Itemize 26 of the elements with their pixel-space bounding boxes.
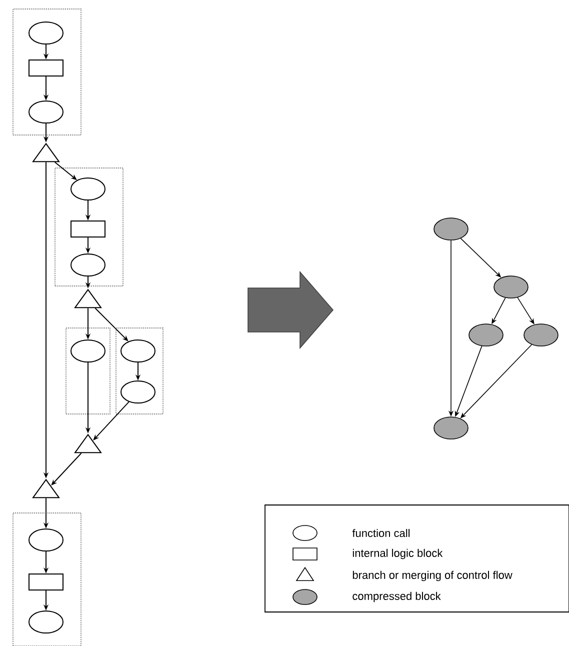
dotted-group-box	[116, 328, 164, 414]
function-call-ellipse	[28, 100, 64, 124]
legend-label: internal logic block	[352, 548, 443, 560]
function-call-ellipse	[70, 254, 106, 276]
function-call-ellipse	[28, 22, 64, 44]
function-call-ellipse	[70, 178, 106, 200]
function-call-ellipse	[28, 610, 64, 634]
function-call-ellipse	[120, 340, 156, 362]
function-call-ellipse	[28, 528, 64, 552]
legend-label: compressed block	[352, 592, 441, 602]
compressed-block-ellipse	[494, 276, 528, 298]
legend-label: function call	[352, 528, 410, 538]
dotted-group-box	[12, 512, 82, 646]
logic-block	[28, 574, 64, 590]
compressed-block-ellipse	[434, 218, 468, 240]
logic-block	[70, 220, 106, 238]
function-call-ellipse	[70, 340, 106, 362]
compressed-block-ellipse	[434, 416, 468, 440]
dotted-group-box	[12, 8, 82, 136]
compressed-block-ellipse	[468, 324, 504, 346]
dotted-group-box	[54, 168, 124, 286]
compressed-block-ellipse	[524, 324, 558, 346]
legend-label: branch or merging of control flow	[352, 570, 512, 582]
logic-block	[28, 60, 64, 76]
dotted-group-box	[66, 328, 110, 414]
function-call-ellipse	[120, 380, 156, 404]
